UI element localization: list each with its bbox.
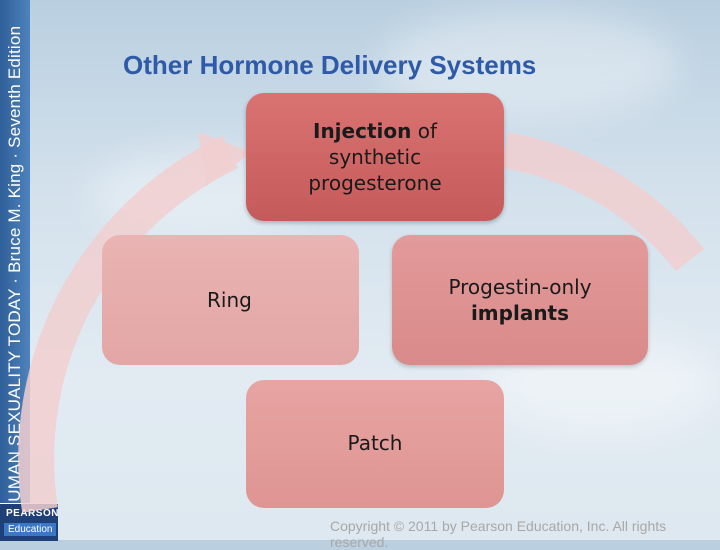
implants-node-text: Progestin-only implants (448, 274, 591, 326)
implants-node: Progestin-only implants (392, 235, 648, 365)
cycle-arc-left (18, 135, 238, 513)
injection-node: Injection of synthetic progesterone (246, 93, 504, 221)
injection-line-2: synthetic (328, 145, 422, 169)
copyright-notice: Copyright © 2011 by Pearson Education, I… (330, 518, 667, 550)
patch-node: Patch (246, 380, 504, 508)
injection-node-text: Injection of synthetic progesterone (308, 118, 441, 196)
implants-bold: implants (470, 301, 570, 325)
cycle-arrowhead-left (198, 132, 252, 186)
ring-label: Ring (207, 288, 252, 312)
injection-line-3: progesterone (308, 171, 442, 195)
logo-line-1: PEARSON (6, 508, 59, 519)
injection-bold: Injection (313, 119, 412, 143)
slide-title: Other Hormone Delivery Systems (123, 50, 537, 80)
ring-node: Ring (102, 235, 359, 365)
patch-label: Patch (347, 431, 403, 455)
injection-of: of (411, 119, 437, 143)
logo-line-2: Education (4, 523, 57, 536)
cycle-arc-right (501, 132, 705, 272)
implants-line-1: Progestin-only (448, 275, 592, 299)
